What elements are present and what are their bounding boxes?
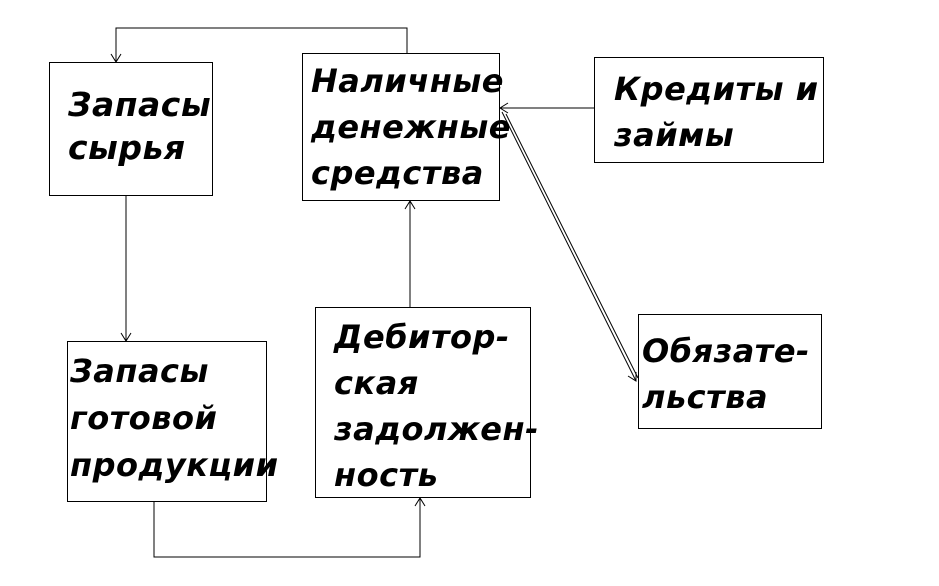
edge-cash-liabilities-b [505,113,639,379]
node-receivables-line: ность [334,456,439,494]
node-cash-line: Наличные [311,62,504,100]
node-raw-materials-line: сырья [68,128,186,167]
arrowhead-cash-right [499,102,509,114]
node-credits: Кредиты и займы [594,57,824,163]
node-credits-line: займы [614,116,735,154]
arrowhead-liabilities [627,372,637,382]
node-credits-line: Кредиты и [614,70,819,108]
node-cash: Наличные денежные средства [302,53,511,201]
node-finished-goods-line: Запасы [70,352,209,390]
node-finished-goods-line: готовой [70,399,218,437]
node-raw-materials: Запасы сырья [49,62,213,196]
node-liabilities: Обязате- льства [638,314,822,429]
node-receivables-line: ская [334,364,419,402]
node-receivables-line: Дебитор- [334,318,510,356]
node-finished-goods: Запасы готовой продукции [67,341,279,502]
edge-cash-liabilities-a [501,111,637,382]
node-liabilities-line: льства [642,378,769,416]
edge-goods-to-debt [153,498,421,558]
arrowhead-debt-bottom [414,497,426,507]
node-raw-materials-line: Запасы [68,85,212,124]
node-receivables: Дебитор- ская задолжен- ность [315,307,539,498]
node-cash-line: денежные [311,108,511,146]
node-receivables-line: задолжен- [334,410,539,448]
node-liabilities-line: Обязате- [642,332,810,370]
arrowhead-cash-bottom [404,200,416,210]
node-finished-goods-line: продукции [70,446,279,484]
edge-cash-to-raw [115,27,408,62]
node-cash-line: средства [311,154,484,192]
